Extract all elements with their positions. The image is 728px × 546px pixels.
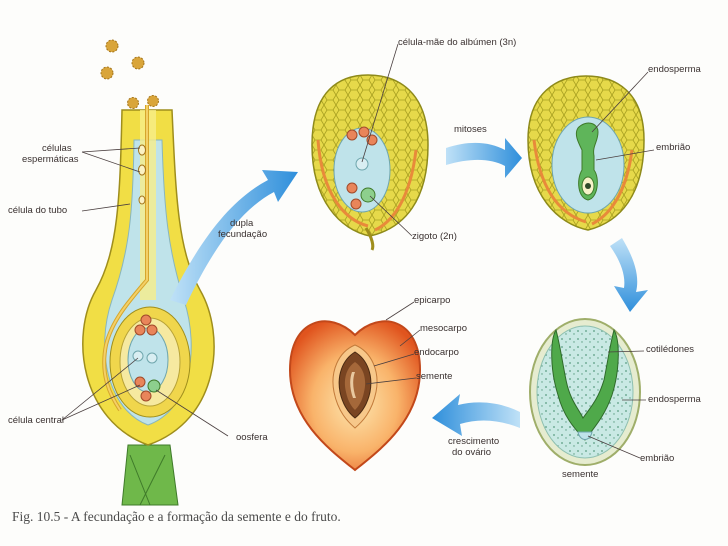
arrow-mitoses <box>446 138 522 178</box>
developing-seed-drawing <box>528 76 644 230</box>
label-zigoto: zigoto (2n) <box>412 231 457 242</box>
label-celula-mae-albumen: célula-mãe do albúmen (3n) <box>398 37 516 48</box>
label-endosperma-bottom: endosperma <box>648 394 701 405</box>
mature-seed-drawing <box>530 319 640 465</box>
label-semente-fruit: semente <box>416 371 452 382</box>
label-endosperma-top: endosperma <box>648 64 701 75</box>
label-crescimento-1: crescimento <box>448 436 499 447</box>
label-semente-bottom: semente <box>562 469 598 480</box>
fruit-drawing <box>290 321 420 470</box>
label-embriao-bottom: embrião <box>640 453 674 464</box>
label-oosfera: oosfera <box>236 432 268 443</box>
label-celulas-espermaticas-1: células <box>42 143 72 154</box>
label-mesocarpo: mesocarpo <box>420 323 467 334</box>
fertilized-ovule-drawing <box>312 75 428 250</box>
figure-caption: Fig. 10.5 - A fecundação e a formação da… <box>12 509 341 525</box>
label-celula-central: célula central <box>8 415 64 426</box>
label-dupla-fecundacao-1: dupla <box>230 218 253 229</box>
label-epicarpo: epicarpo <box>414 295 450 306</box>
label-celula-do-tubo: célula do tubo <box>8 205 67 216</box>
label-cotiledones: cotilédones <box>646 344 694 355</box>
arrow-to-seed <box>610 238 648 312</box>
label-mitoses: mitoses <box>454 124 487 135</box>
label-celulas-espermaticas-2: espermáticas <box>22 154 79 165</box>
pistil-drawing <box>83 105 214 505</box>
label-endocarpo: endocarpo <box>414 347 459 358</box>
label-crescimento-2: do ovário <box>452 447 491 458</box>
label-embriao-top: embrião <box>656 142 690 153</box>
pollen-grains <box>101 40 159 109</box>
arrow-crescimento <box>432 394 520 436</box>
label-dupla-fecundacao-2: fecundação <box>218 229 267 240</box>
